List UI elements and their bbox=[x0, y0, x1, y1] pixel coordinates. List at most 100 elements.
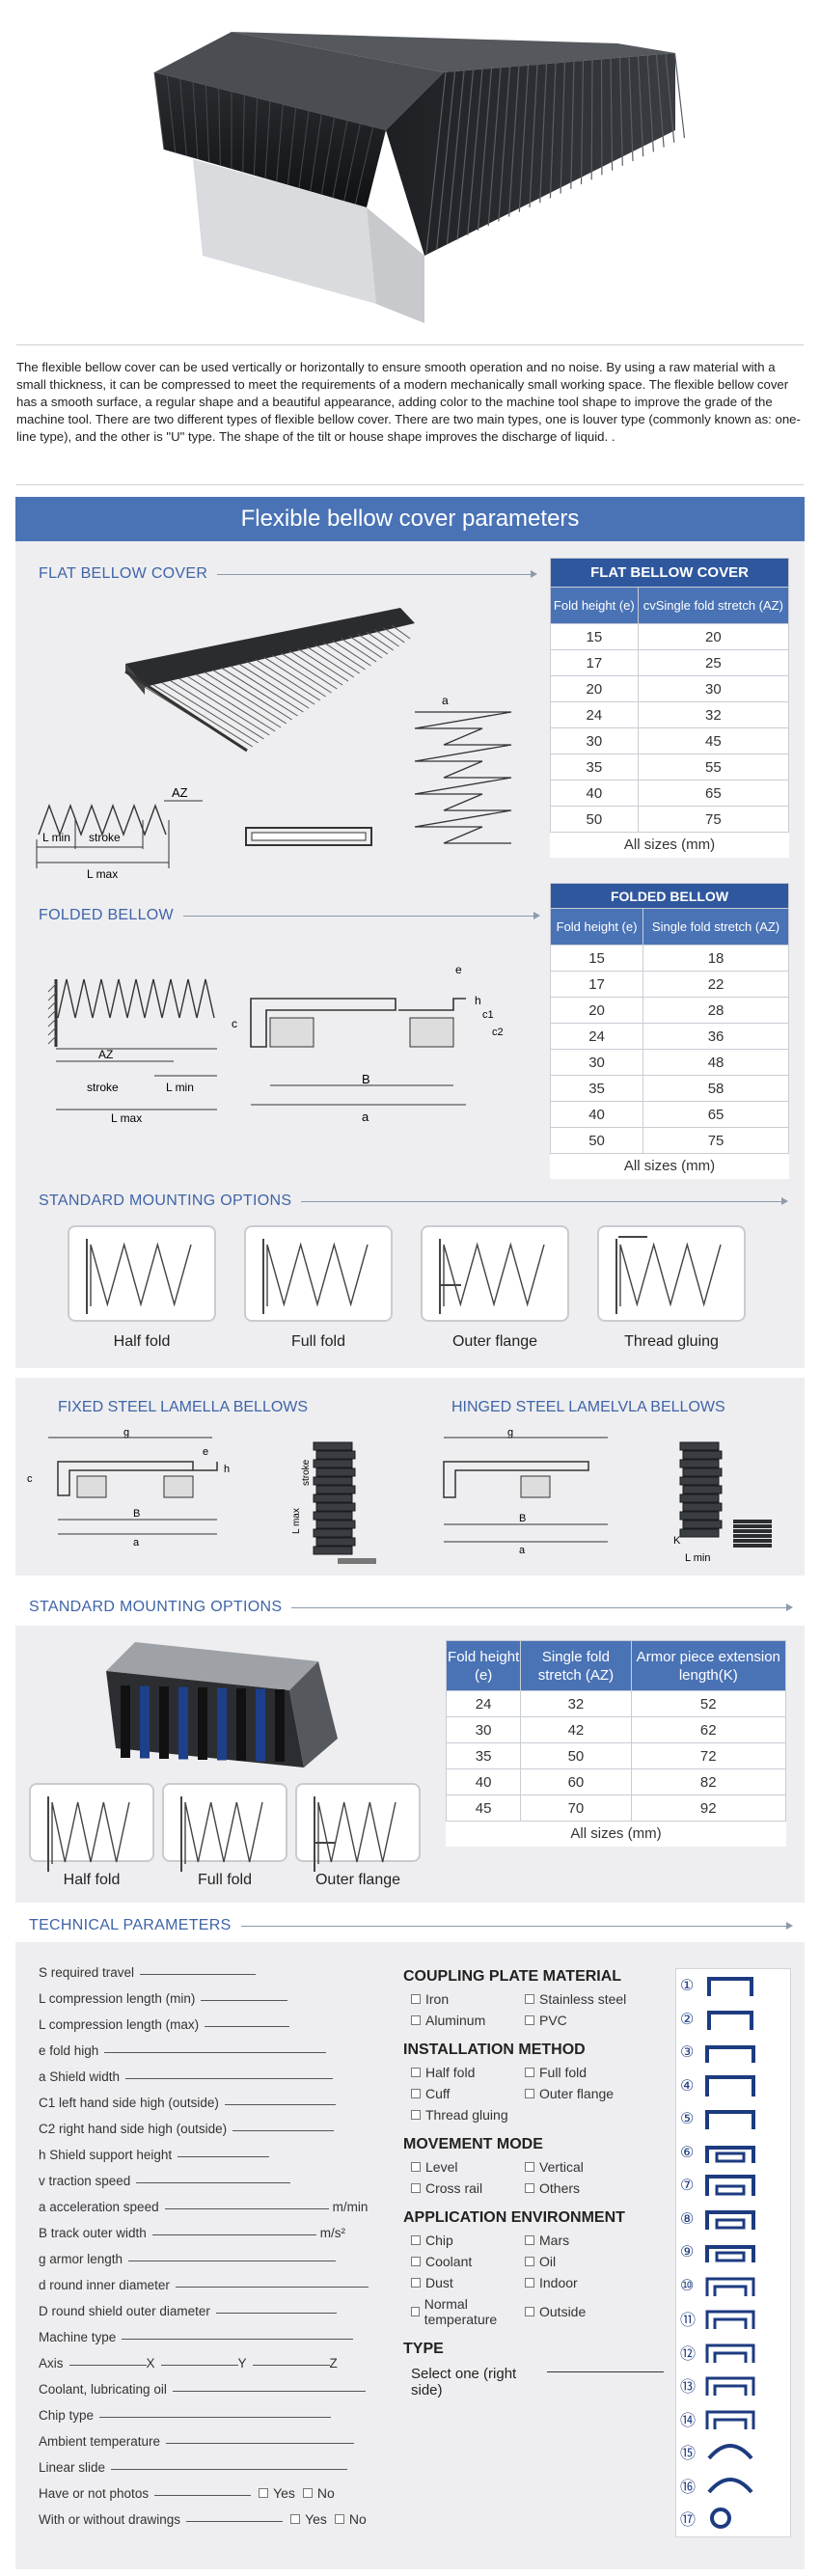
option-checkbox[interactable]: Cross rail bbox=[411, 2180, 525, 2196]
form-field-input[interactable] bbox=[175, 2287, 369, 2288]
checkbox-box[interactable] bbox=[411, 2307, 420, 2316]
form-field-input[interactable] bbox=[154, 2495, 252, 2496]
checkbox-no[interactable]: No bbox=[302, 2485, 335, 2501]
axis-input[interactable] bbox=[68, 2365, 147, 2366]
form-field-input[interactable] bbox=[125, 2078, 334, 2079]
checkbox-box[interactable] bbox=[411, 2162, 421, 2172]
form-field-input[interactable] bbox=[164, 2208, 329, 2209]
option-checkbox[interactable]: Mars bbox=[525, 2233, 650, 2248]
mounting-fold-icon bbox=[262, 1239, 369, 1314]
checkbox-box[interactable] bbox=[411, 1994, 421, 2004]
form-field-input[interactable] bbox=[104, 2052, 327, 2053]
option-checkbox[interactable]: Oil bbox=[525, 2254, 650, 2269]
option-checkbox[interactable]: Others bbox=[525, 2180, 650, 2196]
checkbox-box[interactable] bbox=[525, 2068, 534, 2077]
checkbox-box[interactable] bbox=[302, 2488, 313, 2498]
mounting-option-card[interactable] bbox=[421, 1225, 569, 1322]
option-checkbox[interactable]: Full fold bbox=[525, 2065, 650, 2080]
form-field-input[interactable] bbox=[140, 1974, 257, 1975]
checkbox-box[interactable] bbox=[525, 2162, 534, 2172]
type-option[interactable]: ⑧ bbox=[676, 2203, 790, 2236]
form-field-input[interactable] bbox=[151, 2234, 316, 2235]
option-checkbox[interactable]: Thread gluing bbox=[411, 2107, 525, 2123]
option-checkbox[interactable]: Vertical bbox=[525, 2159, 650, 2175]
option-checkbox[interactable]: Level bbox=[411, 2159, 525, 2175]
mounting-option-card[interactable] bbox=[29, 1783, 154, 1872]
option-checkbox[interactable]: Half fold bbox=[411, 2065, 525, 2080]
option-checkbox[interactable]: Coolant bbox=[411, 2254, 525, 2269]
type-option[interactable]: ⑦ bbox=[676, 2169, 790, 2203]
option-checkbox[interactable]: Normal temperature bbox=[411, 2296, 525, 2327]
mounting-option-card[interactable] bbox=[68, 1225, 216, 1322]
form-field-input[interactable] bbox=[99, 2417, 332, 2418]
type-option[interactable]: ① bbox=[676, 1969, 790, 2003]
type-option[interactable]: ⑤ bbox=[676, 2102, 790, 2136]
type-option[interactable]: ⑮ bbox=[676, 2435, 790, 2469]
mounting-option-card[interactable] bbox=[295, 1783, 421, 1872]
option-checkbox[interactable]: Chip bbox=[411, 2233, 525, 2248]
checkbox-box[interactable] bbox=[411, 2015, 421, 2025]
checkbox-box[interactable] bbox=[411, 2278, 421, 2288]
checkbox-box[interactable] bbox=[525, 2235, 534, 2245]
checkbox-box[interactable] bbox=[525, 2278, 534, 2288]
checkbox-box[interactable] bbox=[411, 2110, 421, 2120]
checkbox-box[interactable] bbox=[411, 2068, 421, 2077]
option-checkbox[interactable]: Indoor bbox=[525, 2275, 650, 2290]
form-field-input[interactable] bbox=[122, 2339, 354, 2340]
type-option[interactable]: ⑫ bbox=[676, 2336, 790, 2370]
checkbox-box[interactable] bbox=[411, 2183, 421, 2193]
form-field-input[interactable] bbox=[224, 2104, 336, 2105]
checkbox-box[interactable] bbox=[411, 2235, 421, 2245]
checkbox-box[interactable] bbox=[525, 2307, 534, 2316]
option-checkbox[interactable]: PVC bbox=[525, 2013, 650, 2028]
type-option[interactable]: ⑭ bbox=[676, 2402, 790, 2436]
form-field-input[interactable] bbox=[166, 2443, 355, 2444]
option-checkbox[interactable]: Outside bbox=[525, 2296, 650, 2327]
type-option[interactable]: ⑰ bbox=[676, 2502, 790, 2535]
checkbox-box[interactable] bbox=[525, 2257, 534, 2266]
type-option[interactable]: ④ bbox=[676, 2069, 790, 2103]
mounting-option-card[interactable] bbox=[244, 1225, 393, 1322]
mounting-option-card[interactable] bbox=[597, 1225, 746, 1322]
type-option[interactable]: ⑨ bbox=[676, 2235, 790, 2269]
form-field-input[interactable] bbox=[186, 2521, 284, 2522]
checkbox-no[interactable]: No bbox=[334, 2511, 367, 2527]
type-option[interactable]: ⑥ bbox=[676, 2136, 790, 2170]
form-field-input[interactable] bbox=[136, 2182, 291, 2183]
option-checkbox[interactable]: Outer flange bbox=[525, 2086, 650, 2101]
form-field-input[interactable] bbox=[232, 2130, 335, 2131]
form-field-input[interactable] bbox=[215, 2313, 337, 2314]
option-checkbox[interactable]: Aluminum bbox=[411, 2013, 525, 2028]
form-field-input[interactable] bbox=[172, 2391, 366, 2392]
type-option[interactable]: ② bbox=[676, 2003, 790, 2037]
option-checkbox[interactable]: Stainless steel bbox=[525, 1991, 650, 2007]
checkbox-box[interactable] bbox=[411, 2089, 421, 2098]
checkbox-box[interactable] bbox=[525, 2089, 534, 2098]
checkbox-box[interactable] bbox=[334, 2514, 344, 2524]
checkbox-yes[interactable]: Yes bbox=[290, 2511, 327, 2527]
axis-input[interactable] bbox=[160, 2365, 238, 2366]
type-option[interactable]: ③ bbox=[676, 2036, 790, 2069]
form-field-input[interactable] bbox=[201, 2000, 288, 2001]
option-checkbox[interactable]: Cuff bbox=[411, 2086, 525, 2101]
checkbox-box[interactable] bbox=[525, 2183, 534, 2193]
form-field-input[interactable] bbox=[111, 2469, 348, 2470]
checkbox-box[interactable] bbox=[290, 2514, 301, 2524]
checkbox-box[interactable] bbox=[259, 2488, 269, 2498]
form-field-input[interactable] bbox=[178, 2156, 270, 2157]
checkbox-box[interactable] bbox=[411, 2257, 421, 2266]
form-field-input[interactable] bbox=[205, 2026, 290, 2027]
axis-input[interactable] bbox=[252, 2365, 330, 2366]
type-note-text: Select one (right side) bbox=[411, 2366, 517, 2398]
type-option[interactable]: ⑪ bbox=[676, 2302, 790, 2336]
checkbox-box[interactable] bbox=[525, 1994, 534, 2004]
type-option[interactable]: ⑯ bbox=[676, 2469, 790, 2503]
mounting-option-card[interactable] bbox=[162, 1783, 287, 1872]
option-checkbox[interactable]: Dust bbox=[411, 2275, 525, 2290]
type-option[interactable]: ⑬ bbox=[676, 2369, 790, 2402]
form-field-label: d round inner diameter bbox=[39, 2278, 170, 2292]
option-checkbox[interactable]: Iron bbox=[411, 1991, 525, 2007]
type-option[interactable]: ⑩ bbox=[676, 2269, 790, 2303]
checkbox-yes[interactable]: Yes bbox=[259, 2485, 295, 2501]
checkbox-box[interactable] bbox=[525, 2015, 534, 2025]
